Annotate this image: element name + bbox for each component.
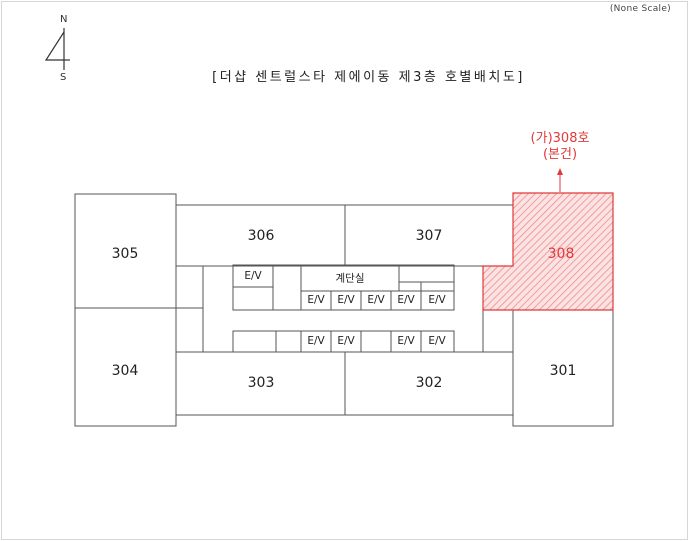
elevator-label: E/V — [307, 335, 325, 347]
north-label: N — [60, 14, 68, 25]
lower-core-outline — [232, 330, 455, 353]
unit-label-306: 306 — [247, 228, 275, 244]
unit-label-304: 304 — [111, 363, 139, 379]
unit-label-308: 308 — [547, 246, 575, 262]
elevator-label: E/V — [397, 294, 415, 306]
scale-note: (None Scale) — [609, 4, 671, 14]
south-label: S — [60, 72, 67, 83]
unit-label-305: 305 — [111, 246, 139, 262]
elevator-label: E/V — [367, 294, 385, 306]
elevator-label: E/V — [337, 335, 355, 347]
corridor-left-wall — [176, 265, 204, 352]
unit-308-highlight — [482, 192, 614, 311]
elevator-label: E/V — [244, 270, 262, 282]
unit-label-302: 302 — [415, 375, 443, 391]
unit-label-301: 301 — [549, 363, 577, 379]
annotation-line-2: (본건) — [542, 147, 578, 162]
unit-label-303: 303 — [247, 375, 275, 391]
elevator-label: E/V — [337, 294, 355, 306]
annotation-line-1: (가)308호 — [530, 131, 590, 146]
elevator-label: E/V — [307, 294, 325, 306]
annotation-arrowhead — [557, 168, 563, 175]
unit-label-307: 307 — [415, 228, 443, 244]
elevator-label: E/V — [428, 294, 446, 306]
elevator-label: E/V — [428, 335, 446, 347]
page-title: [더샵 센트럴스타 제에이동 제3층 호별배치도] — [0, 66, 689, 85]
stairwell-label: 계단실 — [335, 272, 365, 285]
page-title-text: [더샵 센트럴스타 제에이동 제3층 호별배치도] — [212, 70, 525, 85]
subject-unit-annotation: (가)308호 (본건) — [500, 131, 620, 163]
north-arrow-icon — [44, 28, 70, 70]
elevator-label: E/V — [397, 335, 415, 347]
